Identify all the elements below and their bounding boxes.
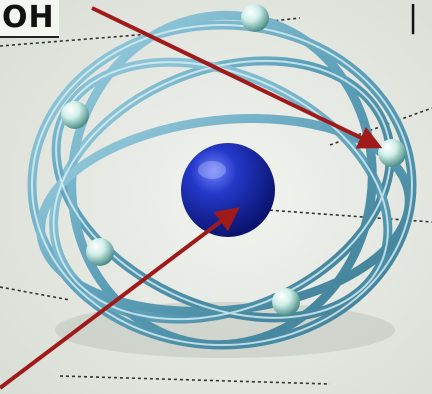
electron-left: [61, 101, 89, 129]
electrons: [61, 4, 406, 316]
dashed-line-top-left: [0, 33, 151, 47]
electron-lower-left: [86, 238, 114, 266]
orbit-highlight-outer: [31, 24, 413, 346]
electron-bottom: [272, 288, 300, 316]
nucleus-highlight: [198, 161, 226, 179]
arrow-to-electron: [91, 6, 383, 149]
electron-right: [378, 139, 406, 167]
right-label-fragment: |: [408, 0, 419, 35]
arrow-to-nucleus: [0, 207, 240, 390]
dashed-line-center-right: [239, 207, 432, 223]
orbit-highlight-tilted-1: [52, 59, 392, 321]
pointer-arrows: [0, 6, 383, 390]
nucleus: [181, 143, 275, 237]
electron-label: ОН: [0, 0, 59, 38]
electron-top: [241, 4, 269, 32]
